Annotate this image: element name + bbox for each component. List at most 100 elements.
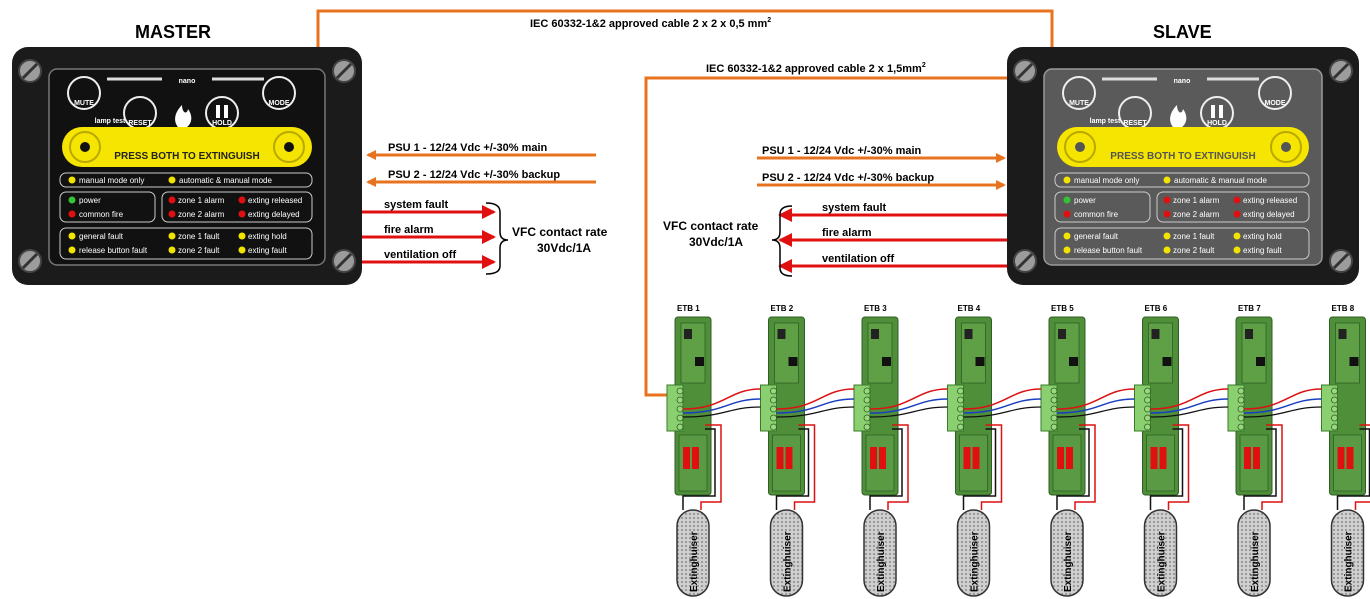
extinguisher-wire [682,428,716,510]
svg-text:system fault: system fault [384,199,449,211]
fault-label: general fault [1074,232,1119,241]
svg-text:PRESS BOTH TO EXTINGUISH: PRESS BOTH TO EXTINGUISH [114,151,259,162]
extinguisher-icon: Extinghuiser [956,509,991,597]
bus-wire [682,388,761,410]
reset-button[interactable]: RESET [1118,96,1152,130]
extinguisher-label: Extinghuiser [689,531,700,592]
fault-label: zone 1 fault [1173,232,1215,241]
etb-module: ETB 3 [853,304,899,496]
fault-label: zone 2 fault [1173,246,1215,255]
bus-wire [963,388,1042,410]
extinguisher-icon: Extinghuiser [1050,509,1084,597]
slave-title: SLAVE [1153,22,1212,42]
flame-icon [175,105,192,130]
extinguish-bar[interactable]: PRESS BOTH TO EXTINGUISH [62,127,312,167]
brand-logo: nano [179,78,196,85]
cable-top-label: IEC 60332-1&2 approved cable 2 x 2 x 0,5… [530,17,771,30]
status-label: zone 1 alarm [178,196,225,205]
extinguisher-label: Extinghuiser [1250,531,1261,592]
extinguisher-wire [869,428,903,510]
status-label: exting released [248,196,302,205]
svg-text:MODE: MODE [269,100,290,107]
hold-button[interactable]: HOLD [205,96,239,130]
svg-text:PSU 1 - 12/24 Vdc +/-30% main: PSU 1 - 12/24 Vdc +/-30% main [388,142,548,154]
etb-label: ETB 1 [677,304,700,313]
brand-logo: nano [1174,78,1191,85]
screw-icon [18,59,42,83]
slave-psu2: PSU 2 - 12/24 Vdc +/-30% backup [757,172,1006,190]
etb-label: ETB 4 [958,304,981,313]
master-panel: nano MUTE lamp test RESET HOLD MODE PRES… [12,47,362,285]
mute-button[interactable]: MUTE [1062,76,1096,110]
bus-wire [1150,406,1229,418]
mute-button[interactable]: MUTE [67,76,101,110]
extinguisher-wire [1261,424,1283,510]
bus-wire [869,388,948,410]
extinguish-bar[interactable]: PRESS BOTH TO EXTINGUISH [1057,127,1309,167]
bus-wire [1243,398,1322,414]
svg-text:MUTE: MUTE [1069,100,1089,107]
svg-text:MUTE: MUTE [74,100,94,107]
etb-label: ETB 3 [864,304,887,313]
bus-wire [963,406,1042,418]
cable-second-label: IEC 60332-1&2 approved cable 2 x 1,5mm2 [706,62,926,75]
mode-button[interactable]: MODE [1258,76,1292,110]
etb-module: ETB 1 [666,304,712,496]
master-output-ventilation-off: ventilation off [362,249,496,269]
extinguisher-icon: Extinghuiser [676,509,710,597]
mode-button[interactable]: MODE [262,76,296,110]
svg-text:PSU 2 - 12/24 Vdc +/-30% backu: PSU 2 - 12/24 Vdc +/-30% backup [762,172,934,184]
bus-wire [1056,388,1135,410]
fault-label: general fault [79,232,124,241]
master-vfc-line1: VFC contact rate [512,225,608,239]
bus-wire [682,398,761,414]
bus-wire [869,406,948,418]
bus-wire [1243,388,1322,410]
slave-output-fire-alarm: fire alarm [778,227,1007,247]
cable-second [644,76,1010,397]
screw-icon [1013,59,1037,83]
extinguisher-icon: Extinghuiser [1330,509,1365,597]
bus-wire [869,398,948,414]
screw-icon [1013,249,1037,273]
mode-label: automatic & manual mode [179,176,272,185]
screw-icon [332,249,356,273]
screw-icon [1329,249,1353,273]
flame-icon [1170,105,1187,130]
etb-label: ETB 7 [1238,304,1261,313]
extinguisher-label: Extinghuiser [1063,531,1074,592]
master-vfc-line2: 30Vdc/1A [537,241,591,255]
extinguisher-icon: Extinghuiser [1143,509,1178,597]
slave-panel: nano MUTE lamp test RESET HOLD MODE PRES… [1007,47,1359,285]
extinguisher-wire [1056,428,1090,510]
fault-label: exting fault [1243,246,1282,255]
slave-psu1: PSU 1 - 12/24 Vdc +/-30% main [757,145,1006,163]
svg-text:system fault: system fault [822,202,887,214]
hold-button[interactable]: HOLD [1200,96,1234,130]
svg-text:HOLD: HOLD [1207,120,1227,127]
bus-wire [776,388,855,410]
extinguisher-wire [1074,424,1096,510]
lamp-test-label: lamp test [1090,118,1121,125]
extinguisher-wire [962,428,997,510]
svg-text:RESET: RESET [1123,120,1147,127]
slave-output-system-fault: system fault [778,202,1007,222]
svg-text:PRESS BOTH TO EXTINGUISH: PRESS BOTH TO EXTINGUISH [1110,151,1255,162]
master-psu1: PSU 1 - 12/24 Vdc +/-30% main [366,142,596,160]
screw-icon [332,59,356,83]
extinguisher-wire [1167,424,1190,510]
bus-wire [682,406,761,418]
extinguisher-wire [980,424,1003,510]
extinguisher-wire [700,424,722,510]
svg-text:ventilation off: ventilation off [822,253,894,265]
reset-button[interactable]: RESET [123,96,157,130]
mode-label: manual mode only [79,176,144,185]
svg-text:ventilation off: ventilation off [384,249,456,261]
extinguisher-wire [1354,424,1370,510]
bus-wire [1056,406,1135,418]
fault-label: zone 2 fault [178,246,220,255]
svg-text:HOLD: HOLD [212,120,232,127]
lamp-test-label: lamp test [95,118,126,125]
slave-vfc-line1: VFC contact rate [663,219,759,233]
